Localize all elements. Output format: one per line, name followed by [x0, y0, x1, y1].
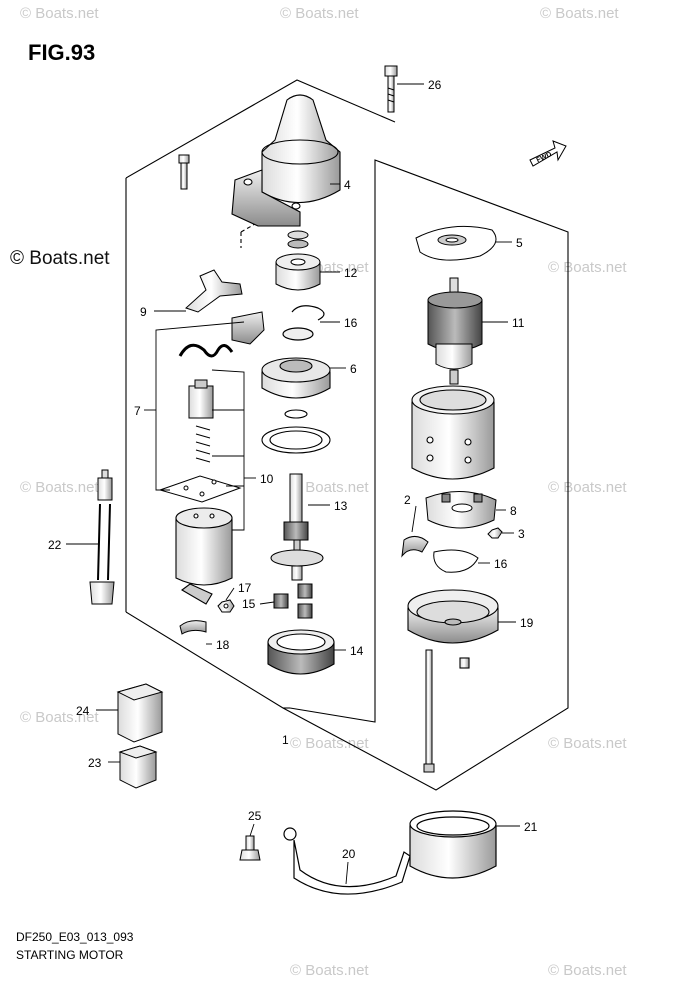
callout-label: 14 — [350, 644, 364, 658]
fwd-arrow-icon: FWD — [529, 140, 567, 167]
clip-18 — [179, 620, 207, 635]
watermark-text: © Boats.net — [20, 5, 99, 22]
nut-3 — [487, 527, 503, 539]
bolt-25 — [239, 835, 261, 861]
callout-label: 4 — [344, 178, 351, 192]
watermark-text: © Boats.net — [548, 479, 627, 496]
armature-11 — [427, 277, 483, 385]
callout-label: 22 — [48, 538, 62, 552]
callout-label: 5 — [516, 236, 523, 250]
leader-lines — [66, 83, 520, 885]
nut-17 — [217, 599, 235, 613]
watermark-text: © Boats.net — [540, 5, 619, 22]
callout-label: 21 — [524, 820, 538, 834]
shaft-13 — [270, 473, 324, 581]
figure-title: FIG.93 — [28, 40, 96, 65]
watermark-text: © Boats.net — [548, 735, 627, 752]
shift-lever-9 — [185, 269, 243, 313]
leader-brackets — [144, 321, 256, 531]
watermark-text: © Boats.net — [280, 5, 359, 22]
callout-label: 13 — [334, 499, 348, 513]
callout-label: 3 — [518, 527, 525, 541]
watermark-text: © Boats.net — [548, 962, 627, 979]
callout-label: 8 — [510, 504, 517, 518]
strap-20 — [283, 827, 411, 895]
callout-label: 12 — [344, 266, 358, 280]
end-cap-19 — [407, 589, 499, 669]
band-21 — [409, 810, 497, 879]
callout-label: 11 — [512, 316, 525, 330]
callout-label: 24 — [76, 704, 90, 718]
callout-label: 15 — [242, 597, 256, 611]
callout-label: 18 — [216, 638, 230, 652]
watermark-text: © Boats.net — [20, 479, 99, 496]
yoke — [411, 385, 495, 480]
callout-label: 16 — [344, 316, 358, 330]
callout-label: 9 — [140, 305, 147, 319]
callout-label: 17 — [238, 581, 252, 595]
clip-16 — [282, 305, 325, 341]
watermark-text: © Boats.net — [290, 735, 369, 752]
brush-holder-8 — [425, 490, 497, 529]
callout-label: 19 — [520, 616, 534, 630]
through-bolt — [423, 649, 435, 773]
callout-label: 1 — [282, 733, 289, 747]
callout-label: 7 — [134, 404, 141, 418]
callout-labels: 26 4 5 12 9 16 11 6 7 10 2 8 13 3 22 16 … — [48, 78, 538, 861]
copyright-mark: © Boats.net — [10, 248, 110, 269]
watermark-text: © Boats.net — [20, 709, 99, 726]
fwd-label: FWD — [536, 151, 553, 164]
watermark-text: © Boats.net — [290, 962, 369, 979]
callout-label: 10 — [260, 472, 274, 486]
gasket — [261, 426, 331, 454]
plate-5 — [415, 225, 497, 261]
bolt-4a — [178, 154, 190, 190]
solenoid-housing-4 — [231, 94, 341, 227]
callout-label: 2 — [404, 493, 411, 507]
contact-assembly-7 — [158, 311, 265, 503]
gear-housing-6 — [261, 357, 331, 419]
callout-label: 16 — [494, 557, 508, 571]
callout-label: 6 — [350, 362, 357, 376]
callout-label: 20 — [342, 847, 356, 861]
planet-gears-15 — [273, 583, 313, 619]
lead-wire-22 — [89, 469, 115, 605]
callout-label: 26 — [428, 78, 442, 92]
watermark-text: © Boats.net — [290, 479, 369, 496]
pinion-12 — [275, 230, 321, 291]
drawing-code: DF250_E03_013_093 — [16, 930, 134, 944]
plate-16b — [433, 549, 479, 573]
assembly-outline — [125, 79, 569, 791]
solenoid-body — [175, 507, 233, 605]
ring-gear-14 — [267, 629, 335, 675]
diagram-caption: STARTING MOTOR — [16, 948, 124, 962]
callout-label: 25 — [248, 809, 262, 823]
relay-24 — [116, 683, 164, 743]
relay-23 — [118, 745, 158, 789]
callout-label: 23 — [88, 756, 102, 770]
bolt-26 — [384, 65, 398, 113]
watermark-text: © Boats.net — [548, 259, 627, 276]
brush-lead-2 — [401, 536, 429, 558]
